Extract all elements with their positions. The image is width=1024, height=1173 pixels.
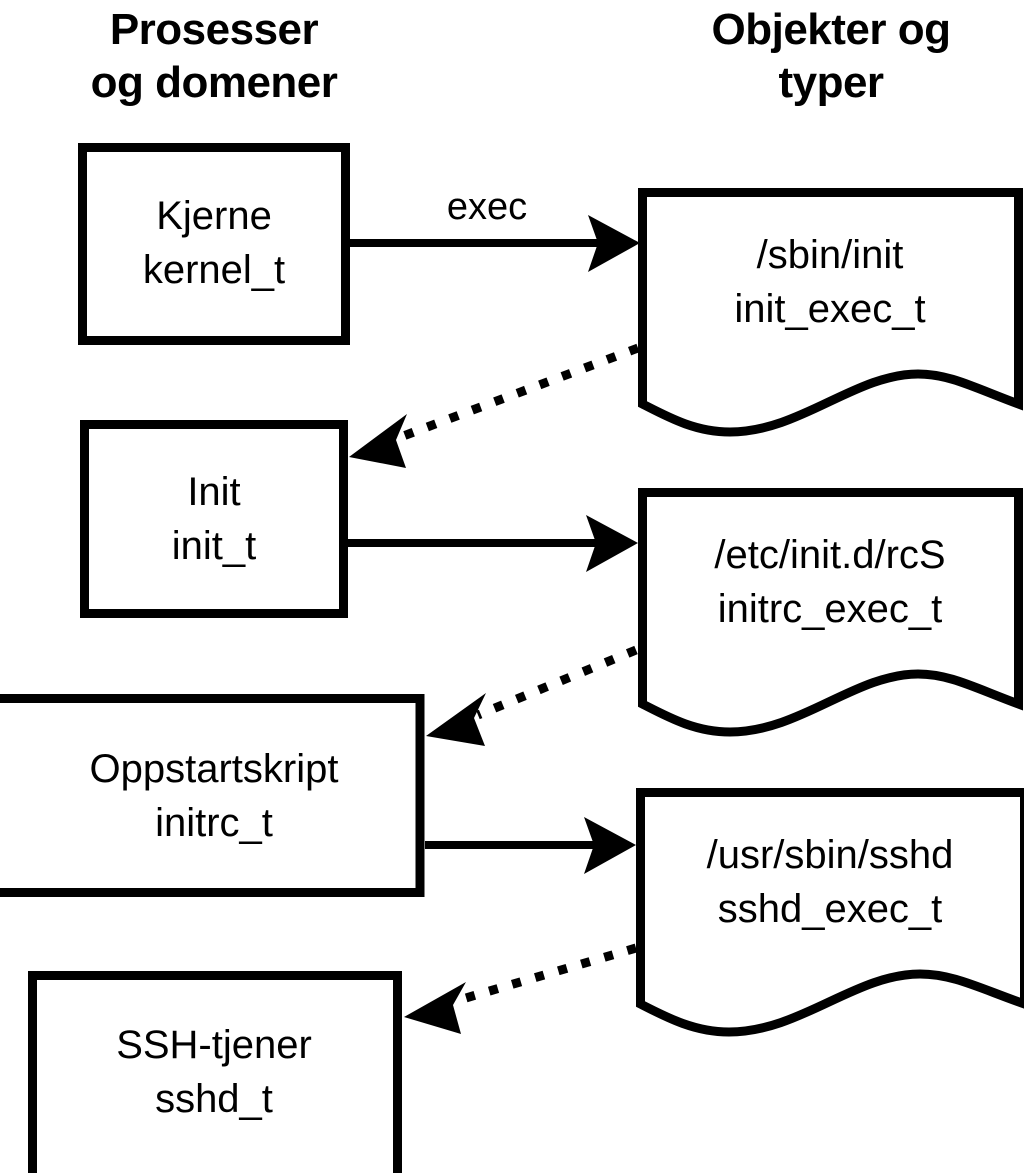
- node-init-line2: init_t: [172, 524, 257, 568]
- node-kernel[interactable]: Kjerne kernel_t: [78, 143, 350, 345]
- node-sshd-line1: SSH-tjener: [116, 1023, 312, 1067]
- column-header-objects-line1: Objekter og: [712, 5, 951, 54]
- arrowhead-sshd-exec-to-sshd: [404, 982, 466, 1034]
- node-init-exec-document[interactable]: [638, 188, 1023, 437]
- edge-sshd-exec-to-sshd: [404, 943, 638, 1034]
- edge-line-sshd-exec-to-sshd: [457, 943, 638, 1005]
- node-init-exec-line2: init_exec_t: [734, 287, 925, 331]
- edge-init-to-initrc-exec: [348, 515, 638, 572]
- column-header-objects: Objekter og typer: [712, 5, 952, 107]
- arrowhead-init-exec-to-init: [349, 414, 407, 468]
- column-header-objects-line2: typer: [778, 58, 883, 107]
- edge-label-exec: exec: [447, 186, 527, 228]
- node-initrc-exec-line2: initrc_exec_t: [718, 587, 943, 631]
- node-sshd-exec-line1: /usr/sbin/sshd: [707, 833, 954, 877]
- node-initrc-line2: initrc_t: [155, 801, 273, 845]
- node-initrc[interactable]: Oppstartskript initrc_t: [0, 694, 425, 897]
- node-sshd[interactable]: SSH-tjener sshd_t: [28, 971, 402, 1173]
- column-header-processes-line1: Prosesser: [110, 5, 319, 54]
- node-init-exec[interactable]: /sbin/init init_exec_t: [638, 188, 1023, 437]
- node-initrc-exec-document[interactable]: [638, 488, 1023, 737]
- arrowhead-initrc-to-sshd-exec: [584, 817, 636, 874]
- arrowhead-initrc-exec-to-initrc: [426, 693, 486, 746]
- node-kernel-line1: Kjerne: [156, 194, 272, 238]
- node-initrc-exec[interactable]: /etc/init.d/rcS initrc_exec_t: [638, 488, 1023, 737]
- edge-kernel-exec-init-exec: exec: [350, 186, 640, 272]
- column-header-processes-line2: og domener: [91, 58, 338, 107]
- node-initrc-line1: Oppstartskript: [90, 747, 339, 791]
- node-sshd-box[interactable]: [28, 971, 402, 1173]
- edge-initrc-to-sshd-exec: [425, 817, 636, 874]
- node-init-exec-line1: /sbin/init: [757, 233, 904, 277]
- edge-line-initrc-exec-to-initrc: [476, 645, 638, 720]
- arrowhead-init-to-initrc-exec: [586, 515, 638, 572]
- edge-init-exec-to-init: [349, 343, 640, 468]
- node-kernel-line2: kernel_t: [143, 248, 285, 292]
- arrowhead-kernel-to-init-exec: [588, 215, 640, 272]
- node-init[interactable]: Init init_t: [80, 420, 348, 618]
- node-sshd-exec-document[interactable]: [636, 788, 1024, 1037]
- node-initrc-exec-line1: /etc/init.d/rcS: [714, 533, 945, 577]
- edge-line-init-exec-to-init: [396, 343, 640, 443]
- node-init-line1: Init: [187, 470, 240, 514]
- node-sshd-exec-line2: sshd_exec_t: [718, 887, 943, 931]
- node-sshd-line2: sshd_t: [155, 1077, 273, 1121]
- node-sshd-exec[interactable]: /usr/sbin/sshd sshd_exec_t: [636, 788, 1024, 1037]
- node-init-box[interactable]: [80, 420, 348, 618]
- column-header-processes: Prosesser og domener: [91, 5, 339, 107]
- node-kernel-box[interactable]: [78, 143, 350, 345]
- node-initrc-box[interactable]: [0, 694, 425, 897]
- edge-initrc-exec-to-initrc: [426, 645, 638, 746]
